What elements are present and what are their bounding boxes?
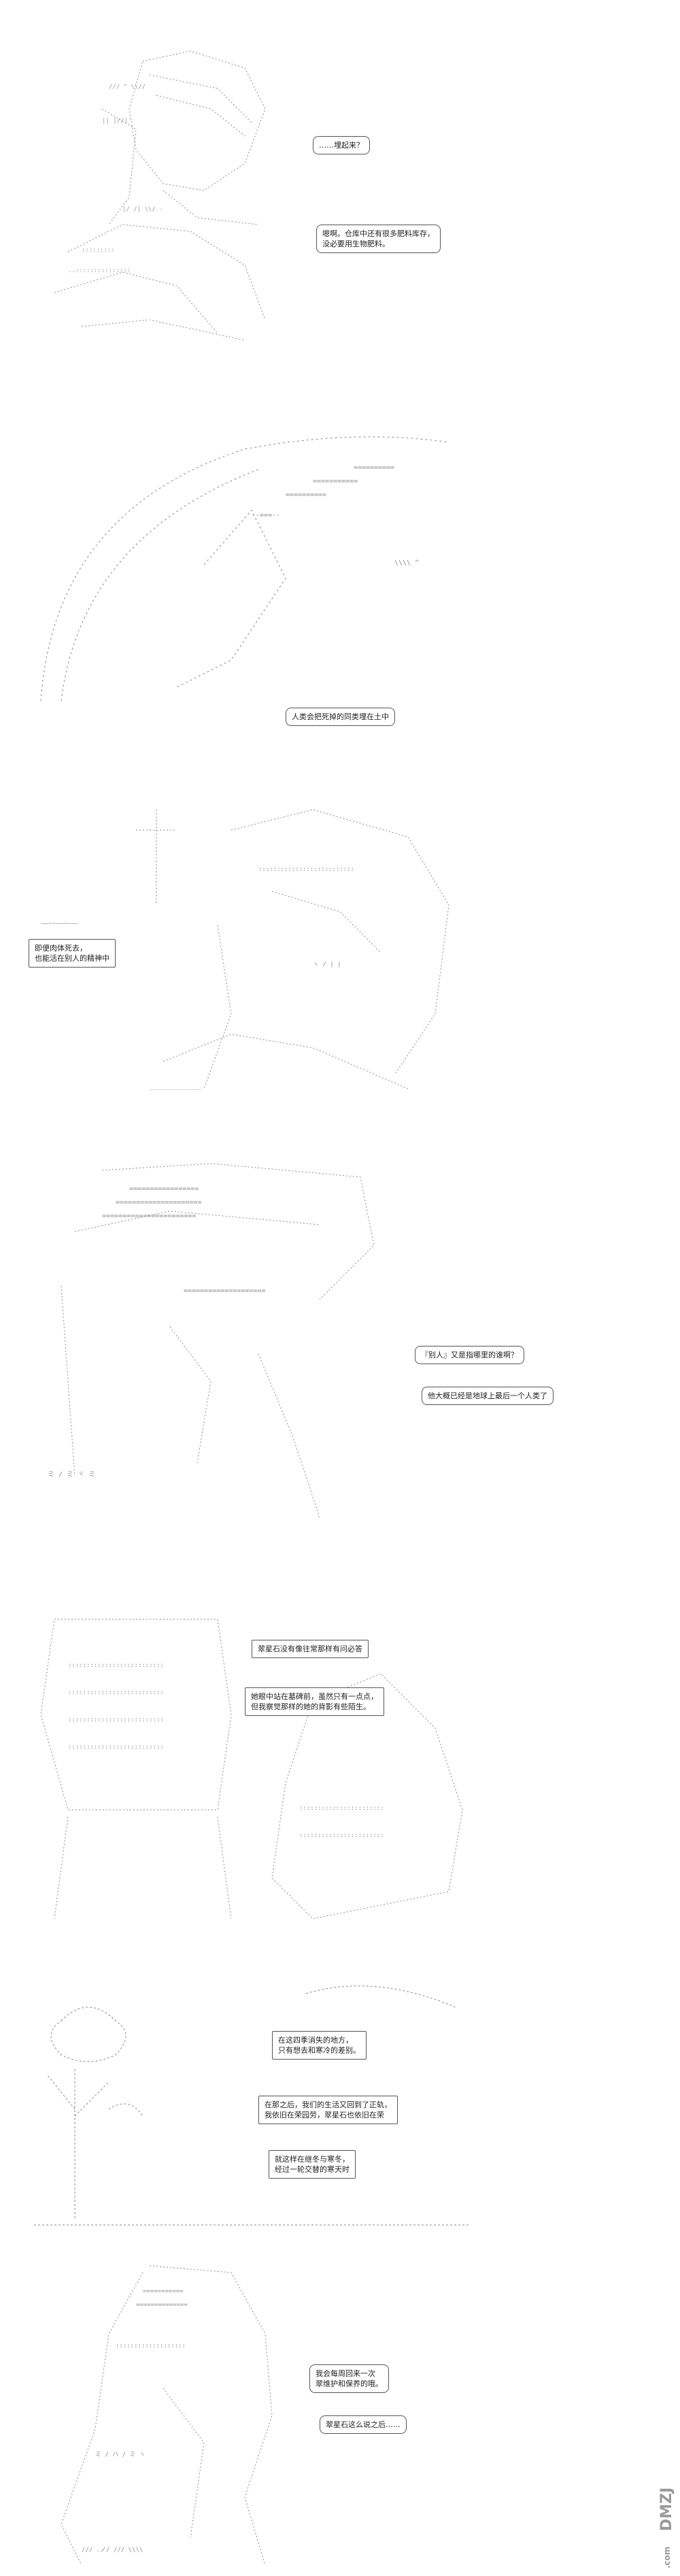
site-watermark: DMZJ .com	[658, 2456, 679, 2572]
bubble-line: 翠星石这么说之后……	[326, 2420, 401, 2429]
bubble-line: 我会每周回来一次	[316, 2369, 375, 2378]
speech-bubble: 他大概已经是地球上最后一个人类了	[422, 1387, 554, 1405]
svg-text:ヽ / | |: ヽ / | |	[313, 961, 341, 968]
speech-bubble: 我会每周回来一次 翠维护和保养的哦。	[309, 2364, 389, 2393]
svg-text:=================: =================	[129, 1185, 199, 1193]
bubble-line: 经过一轮交替的寒天时	[275, 2165, 350, 2174]
bubble-line: 在那之后，我们的生活又回到了正轨，	[265, 2100, 392, 2109]
svg-text:==============: ==============	[136, 2302, 188, 2309]
svg-text:=====================: =====================	[116, 1199, 201, 1206]
panel-3: ——~~——~~—— :::::::::::::::::::::::::: ヽ …	[0, 789, 680, 1116]
svg-text:===========: ===========	[143, 2288, 184, 2295]
bubble-line: 没必要用生物肥料。	[322, 240, 390, 248]
panel-1: /// ^ \\// || |//| |/ /| \\/ - :::::::::…	[0, 0, 680, 354]
speech-bubble: 人类会把死掉的同类埋在土中	[286, 708, 395, 726]
bubble-line: 但我察觉那样的她的背影有些陌生。	[251, 1702, 371, 1711]
bubble-line: 我依旧在荣园劳，翠星石也依旧在荣	[265, 2111, 384, 2119]
svg-text:ミ / ミ ヾ ミ: ミ / ミ ヾ ミ	[48, 1471, 95, 1479]
ascii-art-girl-with-bonnet: /// ^ \\// || |//| |/ /| \\/ - :::::::::…	[41, 48, 286, 347]
speech-bubble: ……埋起来？	[313, 136, 370, 154]
svg-text:/// ^ \\//: /// ^ \\//	[109, 84, 146, 90]
speech-bubble: 翠星石没有像往常那样有问必答	[252, 1640, 369, 1658]
svg-text:/// .ノ/ /// \\\\: /// .ノ/ /// \\\\	[82, 2547, 143, 2554]
bubble-line: 只有想去和寒冷的差别。	[278, 2046, 360, 2055]
svg-text:--===--: --===--	[252, 512, 280, 519]
svg-text:==========: ==========	[354, 464, 394, 472]
svg-text:=======================: =======================	[102, 1212, 196, 1220]
panel-5: :::::::::::::::::::::::::: :::::::::::::…	[0, 1592, 680, 1932]
speech-bubble: 『别人』又是指哪里的谁啊？	[415, 1346, 524, 1364]
panel-4: ================= ===================== …	[0, 1150, 680, 1531]
svg-text::::::::::: :::::::::	[82, 247, 115, 254]
bubble-line: 他大概已经是地球上最后一个人类了	[428, 1391, 547, 1400]
svg-text:====================: ====================	[184, 1287, 265, 1295]
bubble-line: 嗯啊。仓库中还有很多肥料库存，	[322, 229, 435, 238]
svg-text:\\\\ ^: \\\\ ^	[394, 559, 419, 567]
speech-bubble: 翠星石这么说之后……	[320, 2415, 407, 2434]
speech-bubble: 在这四季消失的地方， 只有想去和寒冷的差别。	[272, 2031, 367, 2060]
watermark-text: DMZJ	[658, 2487, 675, 2531]
svg-text:|/ /| \\/ -: |/ /| \\/ -	[122, 206, 163, 213]
bubble-line: 翠维护和保养的哦。	[316, 2379, 383, 2388]
bubble-line: 翠星石没有像往常那样有问必答	[258, 1645, 362, 1653]
svg-text:______________: ______________	[150, 1084, 201, 1091]
svg-text:::::::::::::::::::::::::::: ::::::::::::::::::::::::::	[68, 1689, 164, 1696]
svg-text:|| |//|: || |//|	[102, 118, 128, 125]
svg-text:===========: ===========	[313, 478, 358, 485]
ascii-art-scythe: ========== =========== ========== --===-…	[27, 429, 503, 701]
bubble-line: 她眼中站在墓碑前，虽然只有一点点，	[251, 1692, 378, 1701]
bubble-line: ……埋起来？	[319, 141, 364, 150]
speech-bubble: 嗯啊。仓库中还有很多肥料库存， 没必要用生物肥料。	[316, 225, 441, 253]
speech-bubble: 就这样在继冬与寒冬， 经过一轮交替的寒天时	[269, 2150, 356, 2179]
svg-text::::::::::::::::::::: :::::::::::::::::::	[116, 2343, 186, 2349]
bubble-line: 『别人』又是指哪里的谁啊？	[421, 1351, 518, 1359]
bubble-line: 人类会把死掉的同类埋在土中	[292, 712, 389, 721]
speech-bubble: 即便肉体死去， 也能活在别人的精神中	[29, 939, 116, 968]
panel-2: ========== =========== ========== --===-…	[0, 354, 680, 735]
panel-6: 在这四季消失的地方， 只有想去和寒冷的差别。 在那之后，我们的生活又回到了正轨，…	[0, 1960, 680, 2245]
bubble-line: 也能活在别人的精神中	[35, 954, 109, 963]
panel-7: =========== ============== :::::::::::::…	[0, 2245, 680, 2576]
svg-text:..:::::::::::::::: ..:::::::::::::::	[68, 267, 131, 274]
svg-text:::::::::::::::::::::::::::: ::::::::::::::::::::::::::	[68, 1662, 164, 1669]
svg-text:ミ / ハ / ミ ヽ: ミ / ハ / ミ ヽ	[95, 2451, 146, 2458]
watermark-suffix: .com	[662, 2546, 672, 2569]
svg-text:::::::::::::::::::::::::::: ::::::::::::::::::::::::::	[258, 866, 354, 873]
bubble-line: 即便肉体死去，	[35, 944, 87, 953]
svg-text:==========: ==========	[286, 491, 326, 499]
ascii-art-girl-closeup: ================= ===================== …	[34, 1150, 388, 1531]
bubble-line: 在这四季消失的地方，	[278, 2036, 353, 2045]
svg-text::::::::::::::::::::::::: :::::::::::::::::::::::	[299, 1805, 384, 1812]
ascii-art-girl-back: =========== ============== :::::::::::::…	[41, 2252, 326, 2572]
speech-bubble: 在那之后，我们的生活又回到了正轨， 我依旧在荣园劳，翠星石也依旧在荣	[258, 2096, 398, 2124]
svg-text:::::::::::::::::::::::::::: ::::::::::::::::::::::::::	[68, 1744, 164, 1751]
svg-text:::::::::::::::::::::::::::: ::::::::::::::::::::::::::	[68, 1717, 164, 1723]
svg-text:——~~——~~——: ——~~——~~——	[41, 921, 78, 927]
bubble-line: 就这样在继冬与寒冬，	[275, 2155, 350, 2164]
svg-text::::::::::::::::::::::::: :::::::::::::::::::::::	[299, 1832, 384, 1839]
ascii-art-tree-landscape	[20, 1966, 483, 2232]
speech-bubble: 她眼中站在墓碑前，虽然只有一点点， 但我察觉那样的她的背影有些陌生。	[245, 1687, 384, 1716]
